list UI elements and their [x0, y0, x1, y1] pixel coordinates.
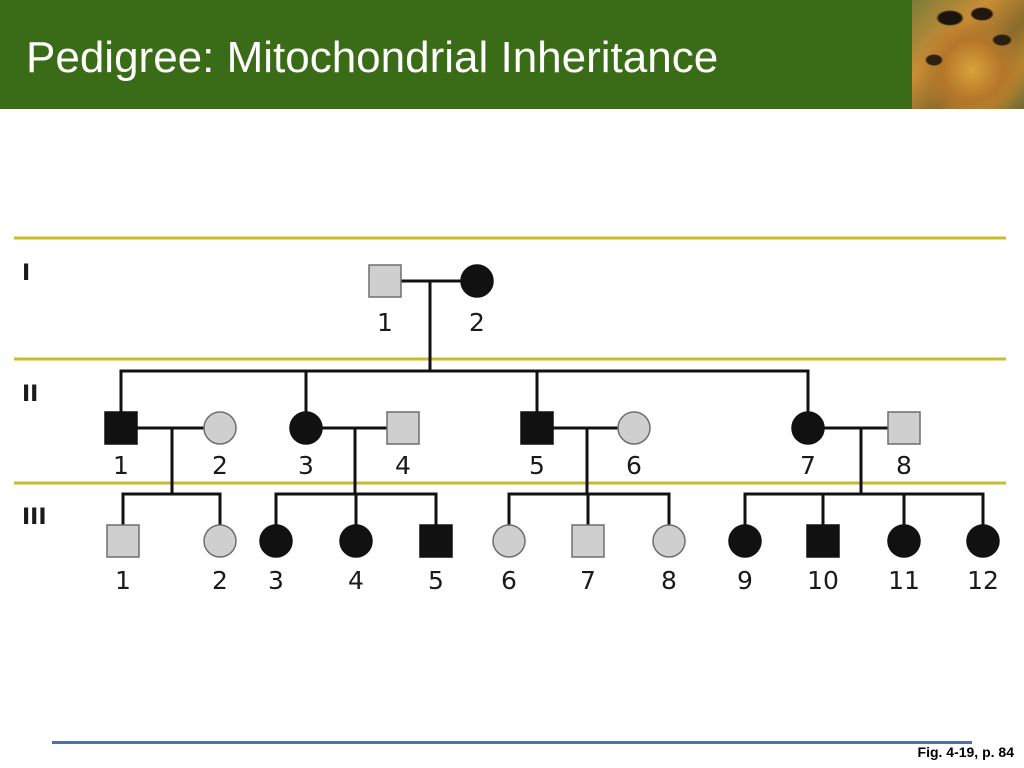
title-banner: Pedigree: Mitochondrial Inheritance — [0, 0, 1024, 109]
generation-label: III — [22, 505, 47, 530]
individual-number: 7 — [800, 451, 816, 480]
individual-number: 1 — [377, 308, 393, 337]
individual-number: 4 — [395, 451, 411, 480]
individual-number: 1 — [115, 566, 131, 595]
affected-female-I-2-circle — [460, 264, 494, 298]
individual-number: 12 — [967, 566, 999, 595]
footer-divider — [52, 741, 972, 744]
affected-male-III-5-square — [419, 524, 453, 558]
individual-number: 2 — [212, 566, 228, 595]
individual-number: 1 — [113, 451, 129, 480]
unaffected-female-II-6-circle — [617, 411, 651, 445]
pedigree-connectors — [119, 279, 985, 525]
affected-male-II-1-square — [104, 411, 138, 445]
affected-female-II-7-circle — [791, 411, 825, 445]
unaffected-male-III-7-square — [571, 524, 605, 558]
individual-number: 3 — [268, 566, 284, 595]
corner-photo-image — [912, 0, 1024, 109]
individual-number: 5 — [529, 451, 545, 480]
affected-female-III-4-circle — [339, 524, 373, 558]
affected-female-III-11-circle — [887, 524, 921, 558]
unaffected-male-III-1-square — [106, 524, 140, 558]
individual-number: 6 — [501, 566, 517, 595]
individual-number: 11 — [888, 566, 920, 595]
individual-number: 2 — [469, 308, 485, 337]
individual-number: 6 — [626, 451, 642, 480]
generation-label: II — [22, 382, 38, 407]
affected-female-III-3-circle — [259, 524, 293, 558]
affected-female-III-9-circle — [728, 524, 762, 558]
unaffected-female-III-8-circle — [652, 524, 686, 558]
individual-number: 4 — [348, 566, 364, 595]
individual-number: 10 — [807, 566, 839, 595]
affected-male-II-5-square — [520, 411, 554, 445]
generation-band-lines — [14, 236, 1006, 485]
individual-number: 9 — [737, 566, 753, 595]
generation-label: I — [22, 261, 30, 286]
pedigree-individuals — [104, 264, 1000, 558]
slide-title: Pedigree: Mitochondrial Inheritance — [26, 33, 719, 82]
unaffected-male-II-4-square — [386, 411, 420, 445]
individual-number: 8 — [661, 566, 677, 595]
individual-number: 3 — [298, 451, 314, 480]
unaffected-male-II-8-square — [887, 411, 921, 445]
affected-female-II-3-circle — [289, 411, 323, 445]
unaffected-male-I-1-square — [368, 264, 402, 298]
individual-number: 8 — [896, 451, 912, 480]
individual-number: 2 — [212, 451, 228, 480]
individual-number: 5 — [428, 566, 444, 595]
affected-female-III-12-circle — [966, 524, 1000, 558]
unaffected-female-II-2-circle — [203, 411, 237, 445]
unaffected-female-III-6-circle — [492, 524, 526, 558]
individual-number: 7 — [580, 566, 596, 595]
affected-male-III-10-square — [806, 524, 840, 558]
unaffected-female-III-2-circle — [203, 524, 237, 558]
figure-caption: Fig. 4-19, p. 84 — [917, 744, 1014, 760]
